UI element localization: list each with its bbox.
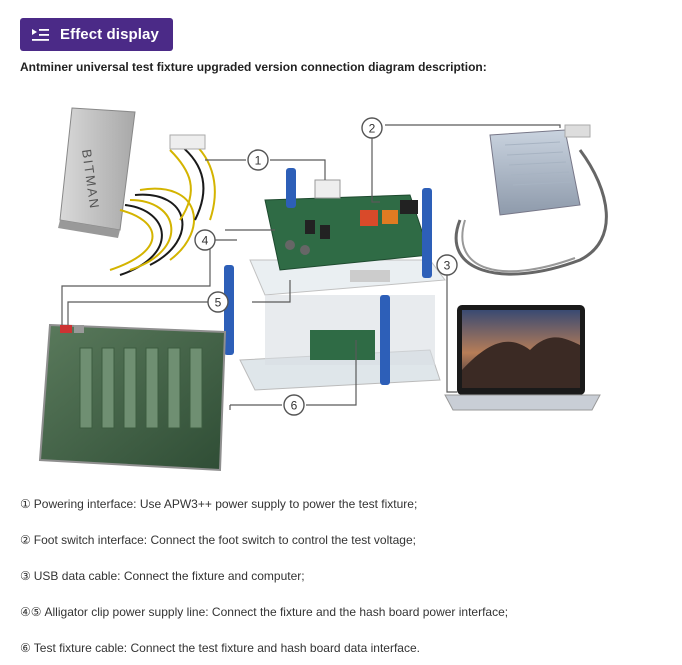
list-play-icon [32, 28, 49, 41]
description-text: Alligator clip power supply line: Connec… [44, 605, 509, 619]
callout-5-label: 5 [215, 296, 222, 310]
callout-1-label: 1 [255, 154, 262, 168]
laptop [444, 305, 601, 411]
callout-6: 6 [283, 394, 305, 416]
description-text: Test fixture cable: Connect the test fix… [33, 641, 420, 655]
description-number: ④⑤ [20, 605, 42, 619]
test-fixture [224, 168, 446, 391]
connection-diagram: BITMAN [38, 107, 608, 472]
description-number: ⑥ [20, 641, 31, 655]
description-text: Powering interface: Use APW3++ power sup… [33, 497, 418, 511]
foot-switch [454, 124, 608, 276]
callout-5: 5 [207, 291, 229, 313]
callout-6-label: 6 [291, 399, 298, 413]
callout-2: 2 [361, 117, 383, 139]
description-number: ② [20, 533, 31, 547]
diagram-subtitle: Antminer universal test fixture upgraded… [20, 60, 487, 74]
description-number: ③ [20, 569, 31, 583]
callout-3: 3 [436, 254, 458, 276]
description-number: ① [20, 497, 31, 511]
section-title: Effect display [60, 26, 159, 43]
callout-1: 1 [247, 149, 269, 171]
connection-lines [61, 124, 561, 410]
description-text: Foot switch interface: Connect the foot … [33, 533, 416, 547]
callout-2-label: 2 [369, 122, 376, 136]
section-badge: Effect display [20, 18, 173, 51]
description-text: USB data cable: Connect the fixture and … [33, 569, 305, 583]
callout-4-label: 4 [202, 234, 209, 248]
power-supply-unit: BITMAN [58, 107, 136, 238]
callout-4: 4 [194, 229, 216, 251]
callout-3-label: 3 [444, 259, 451, 273]
hash-board [38, 323, 227, 472]
